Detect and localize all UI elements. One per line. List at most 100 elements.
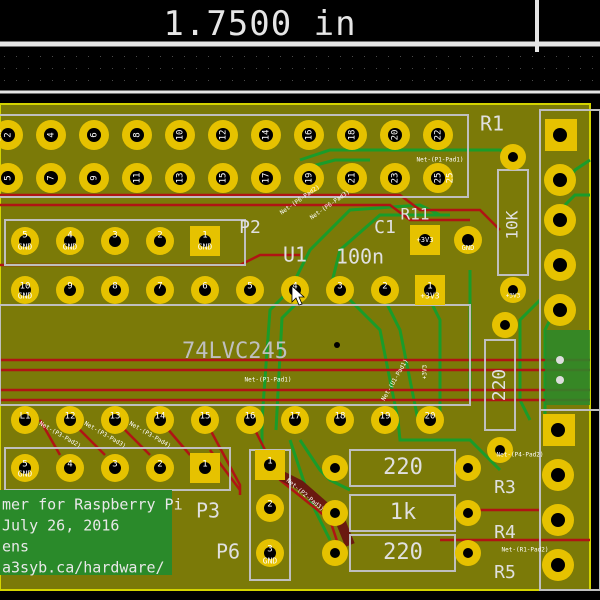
u1-pin-number: 19 xyxy=(380,412,391,422)
p2-pin-number: 4 xyxy=(67,231,72,241)
ref-resistor-r4: R4 xyxy=(494,522,516,543)
u1-pin-number: 18 xyxy=(335,412,346,422)
r11-pin-net: +3V3 xyxy=(506,293,521,300)
p6-pin-name: GND xyxy=(263,557,278,566)
resistor-r5-hole xyxy=(330,548,340,558)
u1-outline xyxy=(0,304,471,406)
p2-outline xyxy=(4,219,246,266)
p2-pin-number: 1 xyxy=(202,231,207,241)
u1-hole xyxy=(64,284,76,296)
header-hole xyxy=(302,128,316,142)
header-hole xyxy=(1,128,15,142)
ref-p3: P3 xyxy=(196,499,220,523)
header-hole xyxy=(216,171,230,185)
c1-pin-name: GND xyxy=(462,244,475,252)
measurement-value: 1.7500 in xyxy=(163,4,357,44)
u1-hole xyxy=(19,284,31,296)
header-hole xyxy=(44,171,58,185)
r2-value: 220 xyxy=(489,369,510,402)
r2-outline xyxy=(484,339,516,431)
c1-pin-name: +3V3 xyxy=(417,236,434,244)
header-pin-number: 15 xyxy=(219,173,229,184)
u1-pin-number: 10 xyxy=(20,282,31,292)
header-hole xyxy=(173,171,187,185)
u1-pin-number: 4 xyxy=(292,282,297,292)
p3-pin-number: 1 xyxy=(202,460,207,470)
p2-pin-number: 5 xyxy=(22,231,27,241)
header-hole xyxy=(173,128,187,142)
u1-pin-name: GND xyxy=(18,292,33,301)
header-pin-number: 25 xyxy=(446,173,456,184)
u1-pin-number: L1 xyxy=(20,412,31,422)
back-trace xyxy=(338,288,502,472)
u1-hole xyxy=(334,284,346,296)
header-hole xyxy=(345,171,359,185)
u1-pin-name: +3V3 xyxy=(420,292,439,301)
board-info-line: mer for Raspberry Pi xyxy=(2,496,183,514)
ref-c1: C1 xyxy=(374,217,396,238)
p2-pin-number: 2 xyxy=(157,231,162,241)
rpi-header-outline xyxy=(0,114,469,198)
u1-hole xyxy=(154,414,166,426)
header-hole xyxy=(87,171,101,185)
r11-hole xyxy=(508,152,518,162)
u1-pin-number: 13 xyxy=(110,412,121,422)
via xyxy=(556,376,564,384)
r2-hole xyxy=(495,445,505,455)
resistor-r11[interactable]: R11 10K +3V3 xyxy=(401,144,529,303)
u1-hole xyxy=(244,414,256,426)
u1-pin-number: 2 xyxy=(382,282,387,292)
resistor-r3-value: 220 xyxy=(383,455,423,480)
resistor-r2[interactable]: 220 xyxy=(484,312,518,463)
header-hole xyxy=(259,128,273,142)
header-pin-number: 12 xyxy=(219,130,229,141)
header-pin-number: 6 xyxy=(90,132,100,137)
p6-pin-number: 1 xyxy=(267,457,272,467)
ref-r11: R11 xyxy=(401,205,430,224)
header-pin-number: 22 xyxy=(434,130,444,141)
right-header-hole xyxy=(553,258,567,272)
p2-hole xyxy=(64,235,76,247)
right-lower-hole xyxy=(551,558,565,572)
c1-hole xyxy=(419,234,431,246)
board-info-line: July 26, 2016 xyxy=(2,517,119,535)
header-pin-number: 13 xyxy=(176,173,186,184)
header-pin-number: 2 xyxy=(4,132,14,137)
resistor-r4-hole xyxy=(463,508,473,518)
header-pin-number: 23 xyxy=(391,173,401,184)
right-lower-hole xyxy=(551,468,565,482)
resistor-r4-value: 1k xyxy=(390,500,417,525)
c1-hole xyxy=(462,234,474,246)
p2-pin-number: 3 xyxy=(112,231,117,241)
header-hole xyxy=(1,171,15,185)
mouse-cursor-icon xyxy=(291,285,306,306)
p6-pin-number: 3 xyxy=(267,545,272,555)
u1-hole xyxy=(289,414,301,426)
u1-pin-number: 5 xyxy=(247,282,252,292)
ref-p6: P6 xyxy=(216,540,240,564)
header-pin-number: 17 xyxy=(262,173,272,184)
front-trace xyxy=(38,419,62,456)
u1-hole xyxy=(379,284,391,296)
p3-hole xyxy=(109,462,121,474)
r11-value: 10K xyxy=(503,210,522,239)
header-pin-number: 4 xyxy=(47,132,57,137)
back-trace xyxy=(328,213,450,291)
p3-pin-name: GND xyxy=(18,470,33,479)
right-lower-header[interactable] xyxy=(539,409,600,591)
right-header[interactable] xyxy=(539,109,600,411)
measurement-dimension[interactable] xyxy=(0,0,600,52)
header-pin-name: GND xyxy=(0,128,3,143)
